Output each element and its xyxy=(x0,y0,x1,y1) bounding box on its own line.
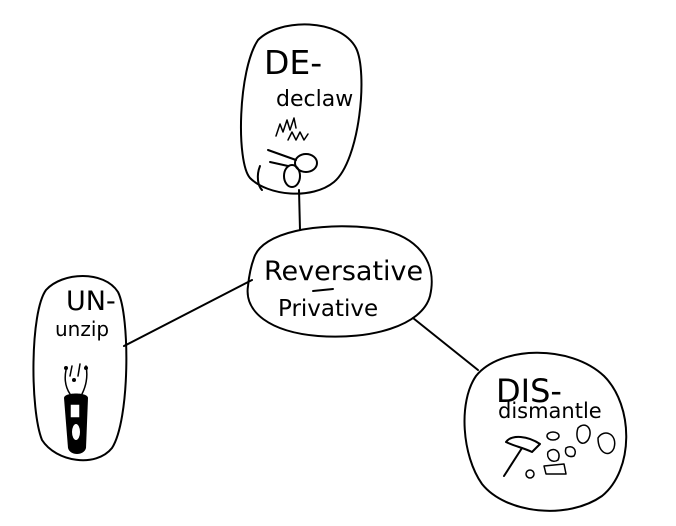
hammer-pieces-icon xyxy=(503,424,616,479)
scissors-claw-icon xyxy=(256,117,318,191)
node-de-outline xyxy=(240,23,363,195)
node-de-prefix: DE- xyxy=(264,43,322,82)
node-de-example: declaw xyxy=(276,87,353,112)
connector-lines xyxy=(123,189,479,371)
center-node: Reversative Privative xyxy=(246,225,433,338)
node-dis-prefix: DIS- xyxy=(496,372,562,410)
zipper-icon xyxy=(64,363,88,454)
node-dis: DIS- dismantle xyxy=(463,351,628,512)
node-un-example: unzip xyxy=(55,317,109,341)
connector-center-de xyxy=(298,189,301,231)
center-node-outline xyxy=(246,225,433,338)
connector-center-dis xyxy=(412,317,479,371)
node-dis-outline xyxy=(463,351,628,512)
node-un: UN- unzip xyxy=(32,275,128,462)
node-de: DE- declaw xyxy=(240,23,363,195)
center-divider xyxy=(312,288,334,292)
node-dis-example: dismantle xyxy=(498,399,602,423)
center-label-bottom: Privative xyxy=(278,296,378,322)
node-un-prefix: UN- xyxy=(66,286,116,317)
node-un-outline xyxy=(32,275,128,462)
center-label-top: Reversative xyxy=(264,256,423,287)
connector-center-un xyxy=(123,279,253,347)
